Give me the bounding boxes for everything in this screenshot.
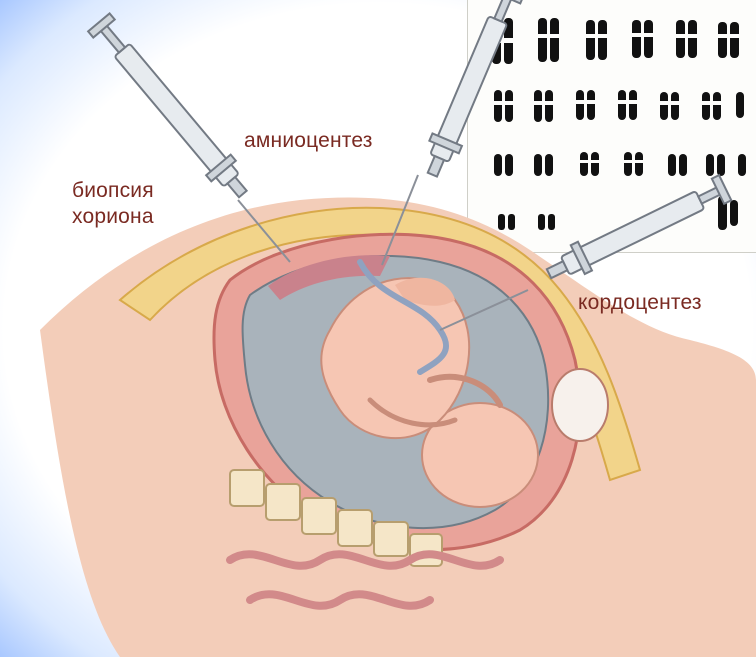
label-chorionic-biopsy-line1: биопсия xyxy=(72,178,154,204)
label-cordocentesis: кордоцентез xyxy=(578,290,702,316)
syringe-icon xyxy=(418,0,526,181)
bladder xyxy=(552,369,608,441)
label-chorionic-biopsy-line2: хориона xyxy=(72,204,154,230)
label-chorionic-biopsy: биопсия хориона xyxy=(72,178,154,230)
syringe-icon xyxy=(87,12,255,204)
label-amniocentesis: амниоцентез xyxy=(244,128,373,154)
syringe-icon xyxy=(542,173,732,288)
